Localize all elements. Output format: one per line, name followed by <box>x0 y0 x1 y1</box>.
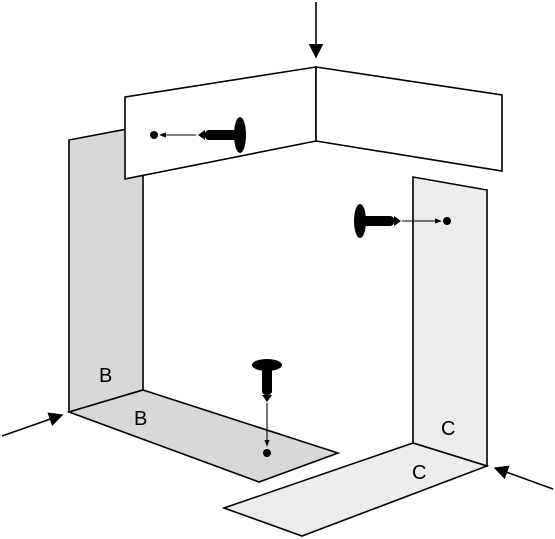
label-c-floor: C <box>412 462 426 484</box>
screw-icon-top <box>198 117 246 153</box>
screw-icon-right <box>354 204 401 238</box>
screw-icon-bottom <box>252 359 282 402</box>
hole-dot-icon-top <box>150 131 158 139</box>
label-c-wall: C <box>441 418 455 440</box>
bracket-b-floor <box>66 389 341 483</box>
arrow-icon-left <box>1 412 64 437</box>
hole-dot-icon-right <box>443 217 451 225</box>
hole-dot-icon-bottom <box>263 449 271 457</box>
bracket-c-floor <box>221 442 490 537</box>
top-bracket-right-face <box>315 66 503 172</box>
top-bracket-left-face <box>124 66 317 180</box>
label-b-floor: B <box>134 408 147 430</box>
arrow-icon-right <box>493 465 554 490</box>
label-b-wall: B <box>99 365 112 387</box>
